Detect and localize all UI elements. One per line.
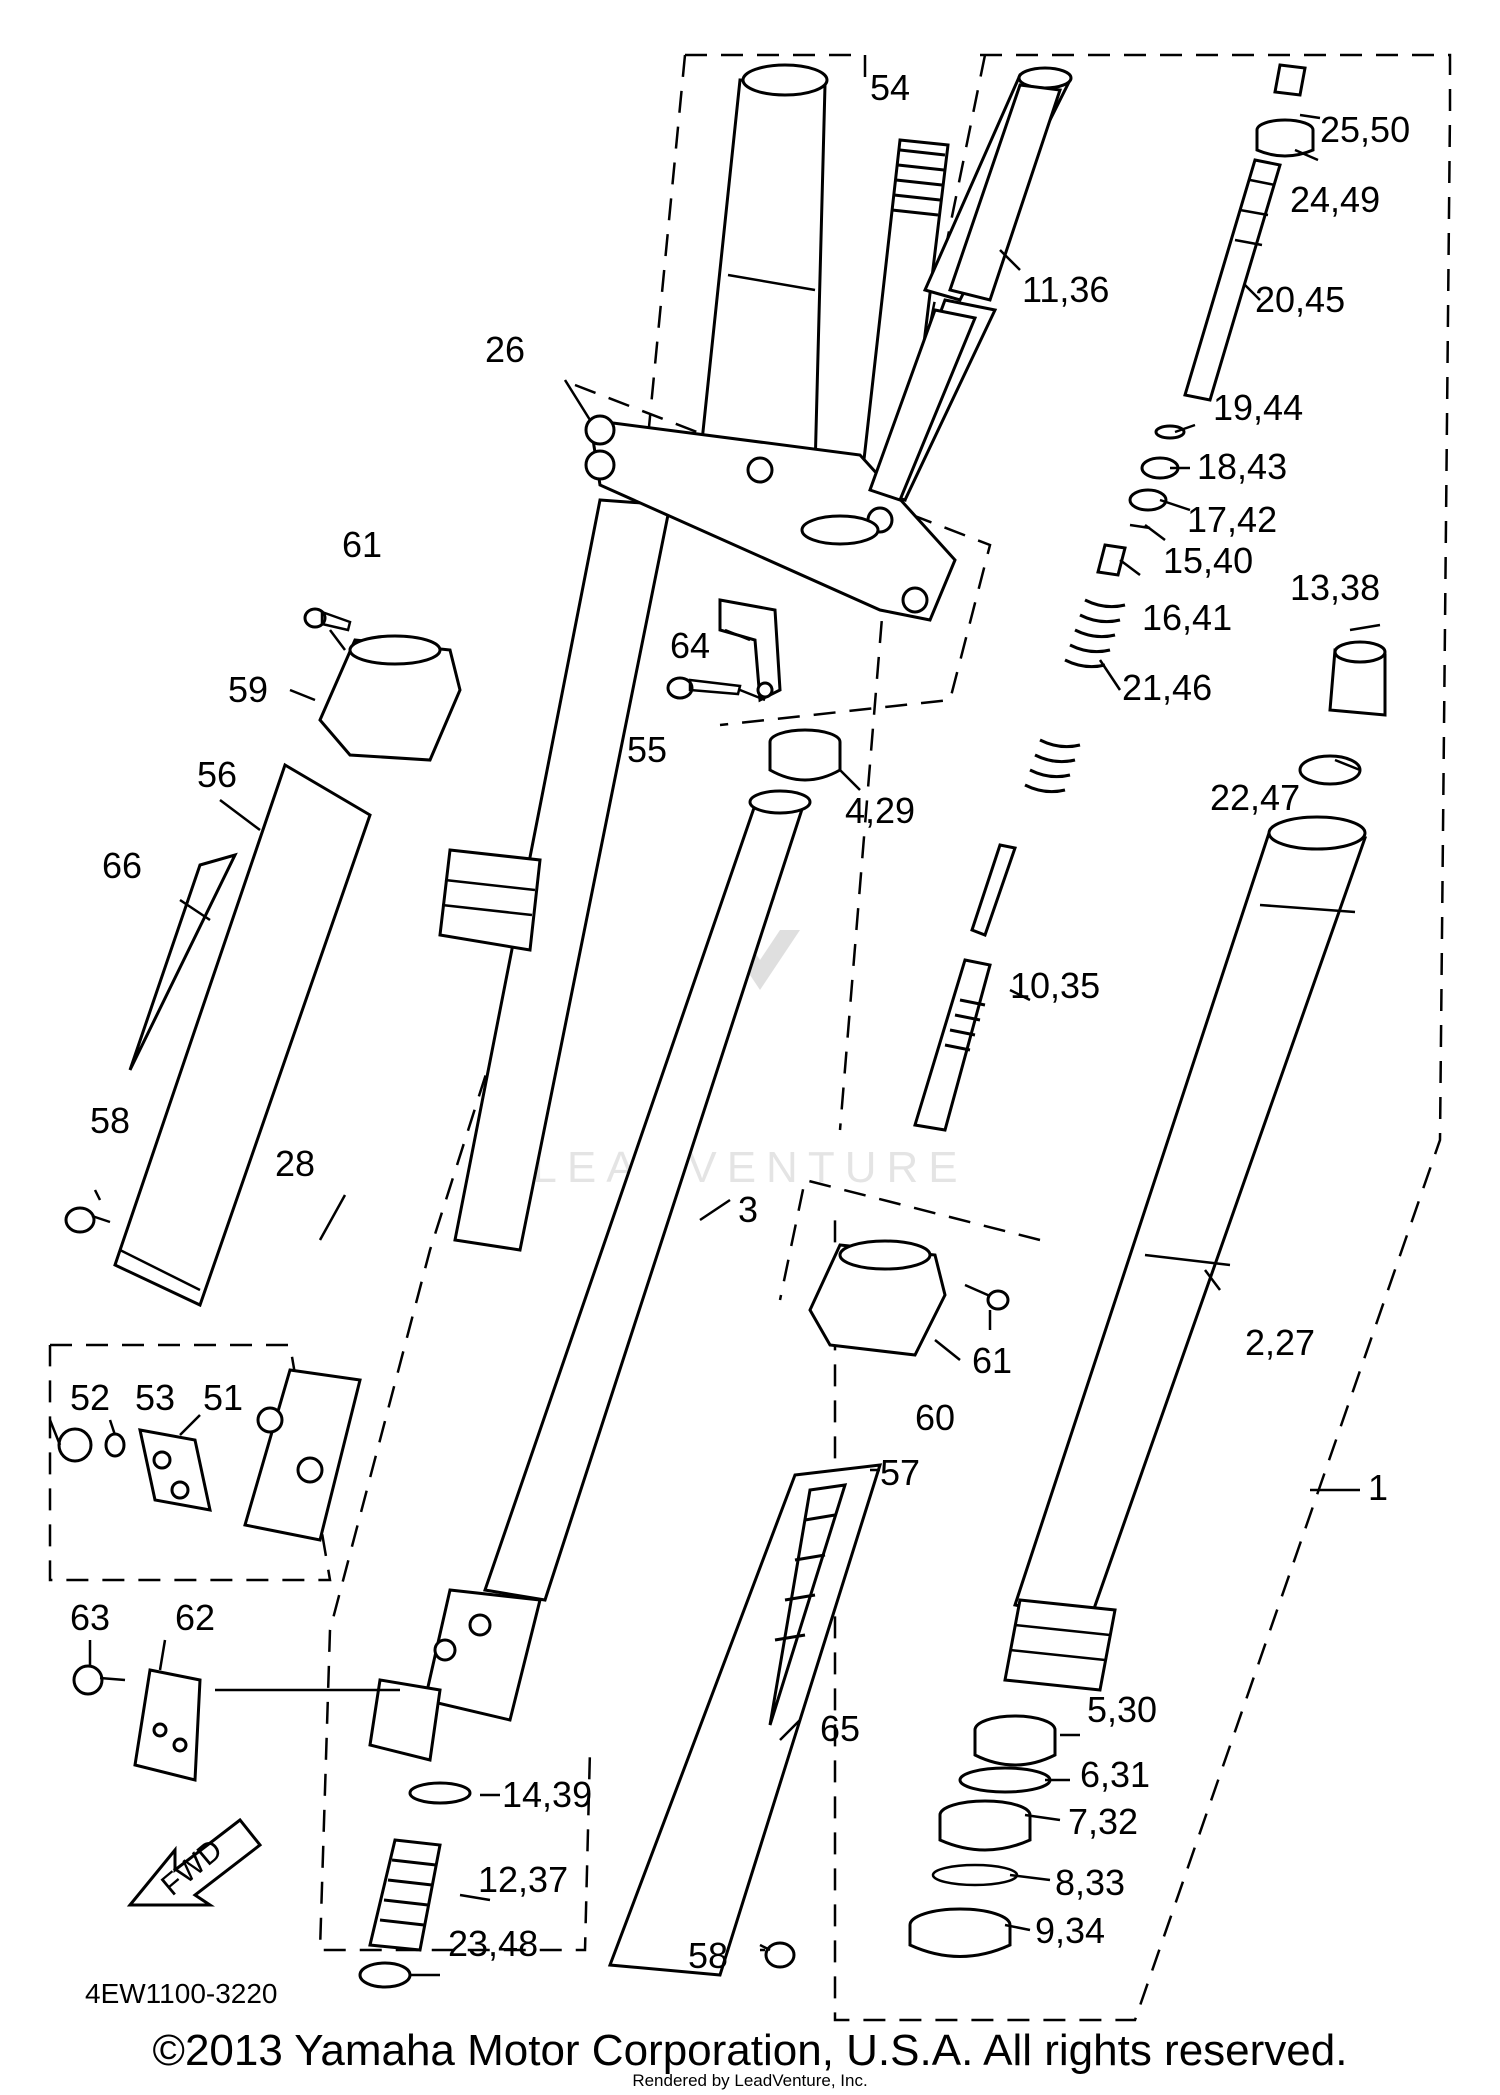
callout-10-35: 10,35: [1010, 965, 1100, 1006]
left-outer-tube: [243, 63, 829, 1542]
callout-60: 60: [915, 1397, 955, 1438]
callout-54: 54: [870, 67, 910, 108]
watermark-text: LEADVENTURE: [532, 1143, 967, 1192]
nut-17-42: [1128, 488, 1168, 512]
washer-6-31: [958, 1766, 1052, 1794]
washer-52: [57, 1427, 93, 1463]
callout-1: 1: [1368, 1467, 1388, 1508]
callout-55: 55: [627, 729, 667, 770]
bolt-55: [666, 676, 742, 700]
bracket-64: [718, 598, 782, 703]
bolt-58-left: [64, 1206, 111, 1234]
piston-rod-20-45: [1183, 158, 1282, 402]
callout-21-46: 21,46: [1122, 667, 1212, 708]
rod-10-35: [913, 843, 1017, 1132]
callout-23-48: 23,48: [448, 1923, 538, 1964]
callout-52: 52: [70, 1377, 110, 1418]
oring-22-47: [1298, 754, 1362, 786]
bolt-61-lower: [964, 1283, 1010, 1311]
base-valve-12-37: [368, 1838, 442, 1952]
callout-62: 62: [175, 1597, 215, 1638]
callout-6-31: 6,31: [1080, 1754, 1150, 1795]
callout-57: 57: [880, 1452, 920, 1493]
callout-11-36: 11,36: [1022, 269, 1109, 310]
callout-16-41: 16,41: [1142, 597, 1232, 638]
callout-25-50: 25,50: [1320, 109, 1410, 150]
callout-63: 63: [70, 1597, 110, 1638]
spacer-24-49: [1255, 118, 1315, 158]
callout-24-49: 24,49: [1290, 179, 1380, 220]
dust-seal-9-34: [908, 1907, 1012, 1958]
callout-17-42: 17,42: [1187, 499, 1277, 540]
bolt-58-right: [759, 1941, 796, 1969]
clip-8-33: [931, 1863, 1019, 1887]
fwd-arrow: FWD: [126, 1817, 263, 1907]
outer-tube-2-27: [1003, 815, 1368, 1692]
callout-56: 56: [197, 754, 237, 795]
callout-14-39: 14,39: [502, 1774, 592, 1815]
callout-28: 28: [275, 1143, 315, 1184]
bolt-63: [72, 1664, 126, 1696]
callout-4-29: 4,29: [845, 790, 915, 831]
inner-tube-3: [368, 789, 812, 1762]
callout-26: 26: [485, 329, 525, 370]
callout-7-32: 7,32: [1068, 1801, 1138, 1842]
seal-7-32: [938, 1799, 1032, 1852]
holder-60: [808, 1239, 947, 1357]
callout-22-47: 22,47: [1210, 777, 1300, 818]
reflector-66: [128, 852, 238, 1071]
callout-59: 59: [228, 669, 268, 710]
callout-13-38: 13,38: [1290, 567, 1380, 608]
callout-3: 3: [738, 1189, 758, 1230]
callout-65: 65: [820, 1708, 860, 1749]
callout-51: 51: [203, 1377, 243, 1418]
damper-rod-11-36: [868, 83, 1063, 502]
callout-61-lower: 61: [972, 1340, 1012, 1381]
collar-4-29: [768, 728, 842, 782]
washer-14-39: [408, 1781, 472, 1805]
holder-59: [318, 634, 462, 762]
callout-18-43: 18,43: [1197, 446, 1287, 487]
callout-8-33: 8,33: [1055, 1862, 1125, 1903]
callout-61-top: 61: [342, 524, 382, 565]
copyright-notice: ©2013 Yamaha Motor Corporation, U.S.A. A…: [153, 2026, 1348, 2075]
drawing-code: 4EW1100-3220: [85, 1978, 278, 2009]
spring-21-46: [1024, 598, 1126, 794]
bolt-61-top: [303, 607, 352, 632]
callout-64: 64: [670, 625, 710, 666]
guard-56: [113, 762, 372, 1308]
washer-53: [104, 1432, 126, 1458]
bracket-62: [133, 1668, 202, 1782]
callout-5-30: 5,30: [1087, 1689, 1157, 1730]
callout-labels: 1 2,27 3 4,29 5,30 6,31 7,32 8,33 9,34 1…: [70, 67, 1410, 1976]
callout-53: 53: [135, 1377, 175, 1418]
bracket-51: [138, 1428, 212, 1512]
decal-65: [768, 1483, 848, 1726]
leader-lines: [48, 113, 1381, 1977]
triple-clamp: [584, 414, 957, 622]
bolt-23-48: [358, 1961, 412, 1989]
callout-58-left: 58: [90, 1100, 130, 1141]
cap-bolt-13-38: [1328, 640, 1387, 717]
bushing-5-30: [973, 1714, 1057, 1767]
rendered-by-credit: Rendered by LeadVenture, Inc.: [632, 2071, 867, 2090]
nut-25-50: [1273, 63, 1307, 97]
callout-12-37: 12,37: [478, 1859, 568, 1900]
callout-15-40: 15,40: [1163, 540, 1253, 581]
callout-20-45: 20,45: [1255, 279, 1345, 320]
callout-9-34: 9,34: [1035, 1910, 1105, 1951]
callout-19-44: 19,44: [1213, 387, 1303, 428]
washer-19-44: [1154, 424, 1186, 440]
callout-58-right: 58: [688, 1935, 728, 1976]
callout-2-27: 2,27: [1245, 1322, 1315, 1363]
adjuster-16-41: [1096, 543, 1127, 577]
callout-66: 66: [102, 845, 142, 886]
